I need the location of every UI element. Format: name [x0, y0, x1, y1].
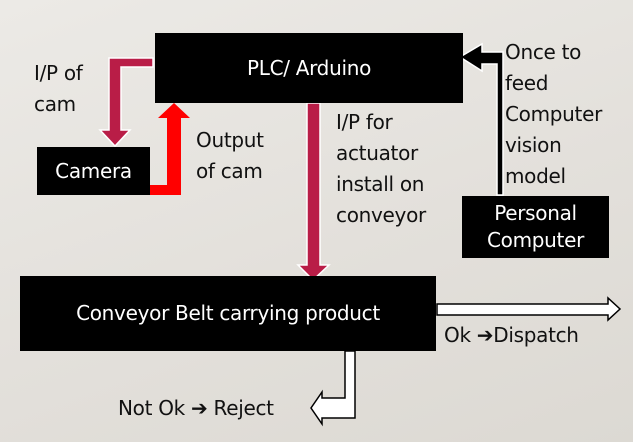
node-pc-label: Personal Computer — [486, 201, 585, 252]
arrow-camera-to-plc — [150, 103, 190, 195]
label-once-to-feed: Once to feed Computer vision model — [505, 40, 603, 188]
label-output-of-cam: Output of cam — [196, 128, 264, 183]
node-personal-computer: Personal Computer — [462, 196, 609, 258]
arrow-pc-to-plc — [458, 42, 504, 196]
label-ok-dispatch: Ok ➔Dispatch — [444, 323, 579, 347]
node-camera-label: Camera — [55, 158, 132, 183]
arrow-plc-to-conveyor — [296, 102, 331, 282]
node-camera: Camera — [37, 147, 150, 195]
node-conveyor-belt: Conveyor Belt carrying product — [20, 276, 436, 351]
label-not-ok-reject: Not Ok ➔ Reject — [118, 396, 274, 420]
label-ip-of-cam: I/P of cam — [34, 61, 83, 116]
arrow-plc-to-camera — [98, 57, 154, 148]
node-conveyor-label: Conveyor Belt carrying product — [76, 301, 380, 325]
node-plc-label: PLC/ Arduino — [246, 55, 372, 80]
node-plc-arduino: PLC/ Arduino — [155, 33, 463, 103]
arrow-conveyor-to-dispatch — [436, 296, 622, 322]
label-ip-for-actuator: I/P for actuator install on conveyor — [336, 110, 426, 227]
arrow-conveyor-to-reject — [310, 350, 356, 427]
